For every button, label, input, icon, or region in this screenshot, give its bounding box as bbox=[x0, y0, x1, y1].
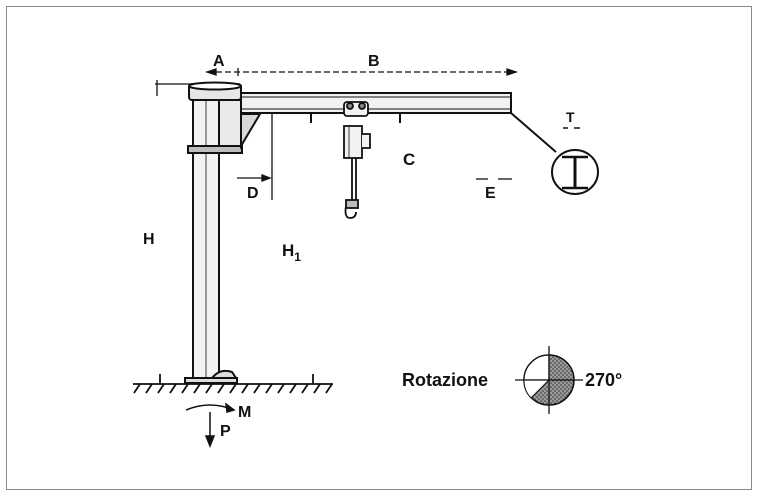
label-h: H bbox=[143, 231, 155, 248]
label-e: E bbox=[485, 185, 496, 202]
label-b: B bbox=[368, 53, 380, 70]
label-c: C bbox=[403, 150, 415, 169]
label-d: D bbox=[247, 185, 259, 202]
label-h1: H1 bbox=[282, 241, 301, 264]
label-t: T bbox=[566, 109, 575, 125]
label-h1-main: H bbox=[282, 241, 294, 260]
dimension-lines bbox=[155, 68, 519, 200]
diagram-frame bbox=[6, 6, 752, 490]
ground bbox=[133, 374, 333, 394]
hoist bbox=[343, 101, 371, 219]
column bbox=[184, 81, 262, 384]
label-h1-sub: 1 bbox=[294, 250, 301, 264]
ibeam-detail bbox=[510, 112, 599, 195]
rotation-label: Rotazione bbox=[402, 370, 488, 390]
rotation-symbol bbox=[515, 346, 583, 414]
rotation-value: 270° bbox=[585, 370, 622, 390]
label-a: A bbox=[213, 53, 225, 70]
label-m: M bbox=[238, 404, 251, 421]
jib-arm bbox=[240, 92, 512, 123]
label-p: P bbox=[220, 423, 231, 440]
moment-force bbox=[185, 402, 236, 449]
